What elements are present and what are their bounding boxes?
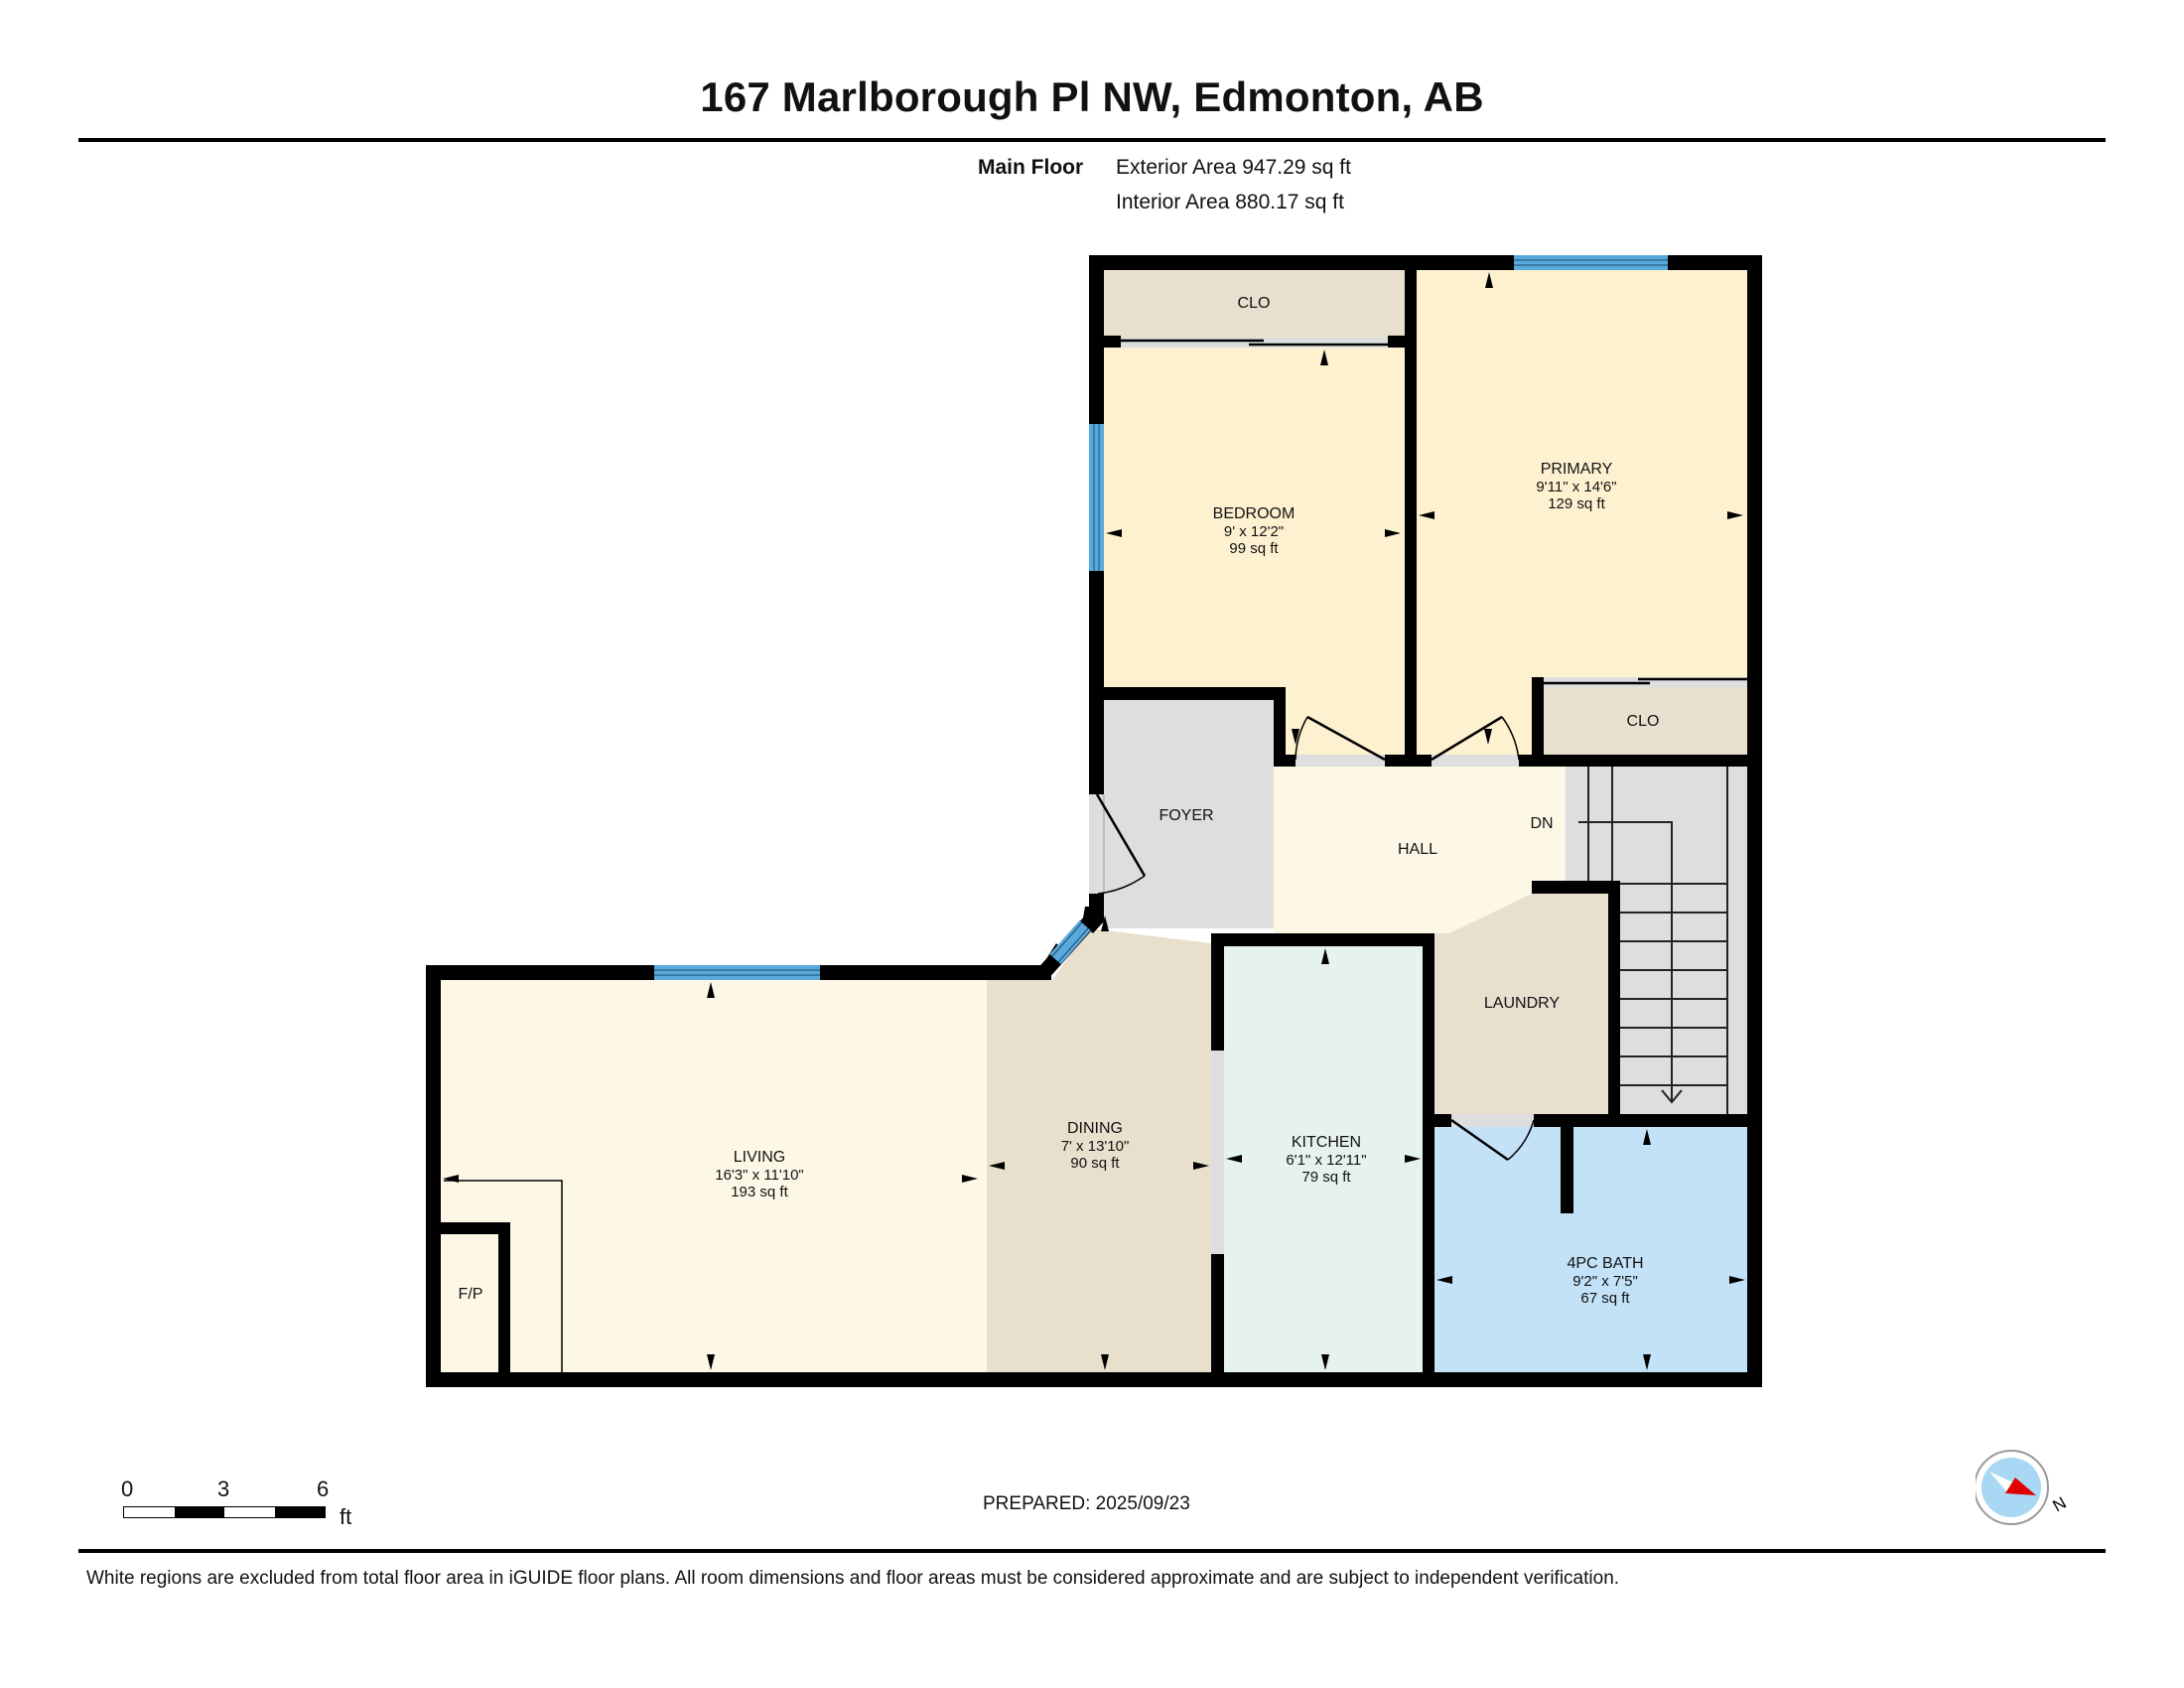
stair-direction-arrow — [1578, 821, 1673, 1102]
dimension-arrows — [443, 272, 1745, 1370]
exterior-area: Exterior Area 947.29 sq ft — [1116, 156, 1351, 179]
room-labels: CLO BEDROOM 9' x 12'2" 99 sq ft PRIMARY … — [459, 295, 1660, 1307]
label-kitchen-name: KITCHEN — [1292, 1134, 1361, 1151]
label-kitchen-dims: 6'1" x 12'11" — [1286, 1152, 1366, 1169]
footer-divider — [78, 1549, 2106, 1553]
label-clo-primary: CLO — [1627, 713, 1660, 730]
label-bedroom-area: 99 sq ft — [1229, 540, 1279, 557]
label-bath-area: 67 sq ft — [1580, 1290, 1630, 1307]
window-dining-angled — [1049, 920, 1091, 964]
label-bedroom-dims: 9' x 12'2" — [1224, 523, 1284, 540]
scale-tick-6: 6 — [317, 1477, 330, 1501]
room-laundry — [1434, 894, 1608, 1114]
door-bath — [1450, 1118, 1509, 1162]
window-bedroom — [1089, 424, 1104, 571]
walls — [426, 255, 1762, 1387]
room-clo-bedroom — [1104, 270, 1405, 338]
label-fireplace: F/P — [459, 1286, 483, 1303]
label-living-area: 193 sq ft — [731, 1184, 788, 1200]
disclaimer-text: White regions are excluded from total fl… — [86, 1568, 1620, 1589]
kitchen-opening — [1211, 1051, 1224, 1254]
room-living — [441, 980, 987, 1372]
label-bath-dims: 9'2" x 7'5" — [1572, 1273, 1638, 1290]
label-bath-name: 4PC BATH — [1567, 1255, 1643, 1272]
scale-tick-0: 0 — [121, 1477, 134, 1501]
sliding-door-clo-bedroom — [1121, 338, 1388, 348]
label-bedroom-name: BEDROOM — [1213, 505, 1296, 522]
scale-bar-segments — [123, 1506, 326, 1518]
label-primary-dims: 9'11" x 14'6" — [1536, 479, 1616, 495]
room-bath — [1434, 1127, 1747, 1372]
label-dining-dims: 7' x 13'10" — [1061, 1138, 1130, 1155]
header-divider — [78, 138, 2106, 142]
compass-icon: N — [1976, 1450, 2070, 1525]
label-foyer: FOYER — [1159, 807, 1213, 824]
staircase — [1578, 767, 1728, 1117]
floor-label: Main Floor — [978, 156, 1084, 179]
windows — [654, 255, 1668, 980]
scale-tick-3: 3 — [217, 1477, 230, 1501]
label-living-dims: 16'3" x 11'10" — [715, 1167, 804, 1184]
window-primary — [1514, 255, 1668, 270]
doors — [444, 338, 1747, 1372]
interior-area: Interior Area 880.17 sq ft — [1116, 191, 1344, 213]
room-hall — [1274, 767, 1566, 933]
room-kitchen — [1224, 946, 1423, 1372]
door-bedroom — [1306, 715, 1386, 762]
label-primary-area: 129 sq ft — [1548, 495, 1605, 512]
property-address-title: 167 Marlborough Pl NW, Edmonton, AB — [700, 73, 1484, 120]
room-fills — [441, 270, 1747, 1372]
window-living — [654, 965, 820, 980]
prepared-date: PREPARED: 2025/09/23 — [983, 1493, 1190, 1514]
door-entry — [1095, 793, 1147, 877]
label-stairs-dn: DN — [1530, 815, 1553, 832]
label-dining-area: 90 sq ft — [1070, 1155, 1120, 1172]
compass-north-label: N — [2050, 1493, 2070, 1516]
scale-unit: ft — [340, 1504, 352, 1529]
room-clo-primary — [1544, 687, 1747, 755]
label-dining-name: DINING — [1067, 1120, 1123, 1137]
label-laundry: LAUNDRY — [1484, 995, 1561, 1012]
label-kitchen-area: 79 sq ft — [1301, 1169, 1351, 1186]
room-dining — [987, 928, 1211, 1372]
label-hall: HALL — [1398, 841, 1437, 858]
label-primary-name: PRIMARY — [1541, 461, 1613, 478]
door-primary — [1431, 715, 1503, 762]
label-living-name: LIVING — [734, 1149, 785, 1166]
room-foyer — [1104, 700, 1274, 928]
hearth-outline — [444, 1180, 563, 1372]
label-clo-bedroom: CLO — [1238, 295, 1271, 312]
